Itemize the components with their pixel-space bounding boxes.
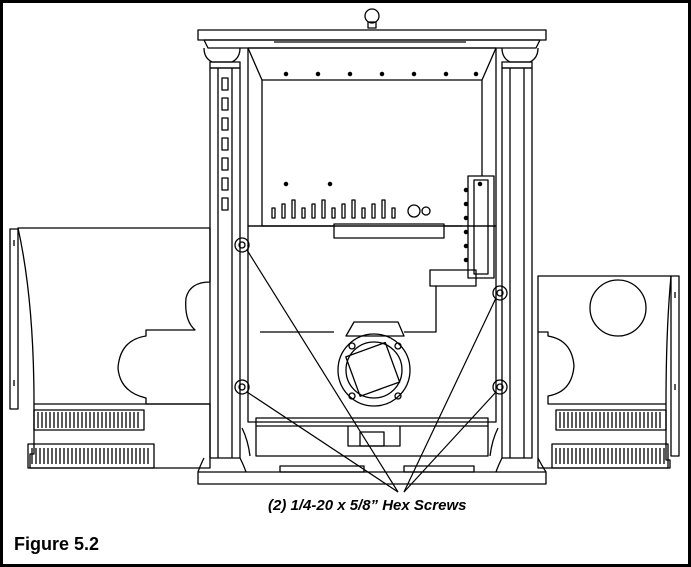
right-panel-round-cutout (589, 279, 647, 337)
top-knob (364, 8, 380, 24)
pillar-slot (221, 157, 229, 171)
rivet (327, 181, 333, 187)
left-pillar (209, 67, 241, 459)
hex-screw-lower-left (234, 379, 250, 395)
rivet (283, 71, 289, 77)
inner-vent-slot (321, 199, 326, 219)
rivet (315, 71, 321, 77)
rivet (443, 71, 449, 77)
inner-vent-slot (341, 203, 346, 219)
pillar-slot (221, 197, 229, 211)
right-panel-foot (551, 443, 669, 469)
pillar-slot (221, 177, 229, 191)
right-panel-vent (555, 409, 667, 431)
left-panel-vent (33, 409, 145, 431)
rivet (379, 71, 385, 77)
hex-screw-lower-right (492, 379, 508, 395)
inner-vent-slot (311, 203, 316, 219)
stove-body (197, 8, 547, 485)
stove-base (197, 471, 547, 485)
inner-vent-slot (301, 207, 306, 219)
top-cap (197, 29, 547, 41)
hex-screw-upper-left (234, 237, 250, 253)
inner-vent-slot (331, 207, 336, 219)
inner-vent-slot (391, 207, 396, 219)
combustion-blower (337, 321, 411, 407)
inner-vent-slot (371, 203, 376, 219)
left-side-panel (9, 227, 211, 469)
right-pillar (501, 67, 533, 459)
rivet (463, 187, 469, 193)
rivet (347, 71, 353, 77)
rivet (283, 181, 289, 187)
pillar-slot (221, 77, 229, 91)
side-bracket (429, 269, 477, 287)
left-panel-foot (27, 443, 155, 469)
figure-label: Figure 5.2 (14, 534, 100, 554)
pillar-slot (221, 97, 229, 111)
left-panel-vent-slots (37, 412, 139, 428)
inner-vent-slot (281, 203, 286, 219)
rivet (463, 243, 469, 249)
inner-vent-slot (381, 199, 386, 219)
inner-vent-slot (351, 199, 356, 219)
rivet (463, 201, 469, 207)
rivet (463, 215, 469, 221)
upper-bracket (333, 223, 445, 239)
inner-vent-slot (291, 199, 296, 219)
control-knob (407, 204, 421, 218)
right-side-panel (537, 275, 680, 469)
hex-screw-upper-right (492, 285, 508, 301)
callout-leader-lines (246, 249, 497, 493)
rivet (477, 181, 483, 187)
callout-label: (2) 1/4-20 x 5/8” Hex Screws (268, 497, 467, 514)
pillar-slot (221, 117, 229, 131)
inner-vent-slot (271, 207, 276, 219)
inner-vent-slot (361, 207, 366, 219)
rivet (463, 229, 469, 235)
rivet (473, 71, 479, 77)
rivet (411, 71, 417, 77)
control-box (467, 175, 495, 279)
pillar-slot (221, 137, 229, 151)
rivet (463, 257, 469, 263)
